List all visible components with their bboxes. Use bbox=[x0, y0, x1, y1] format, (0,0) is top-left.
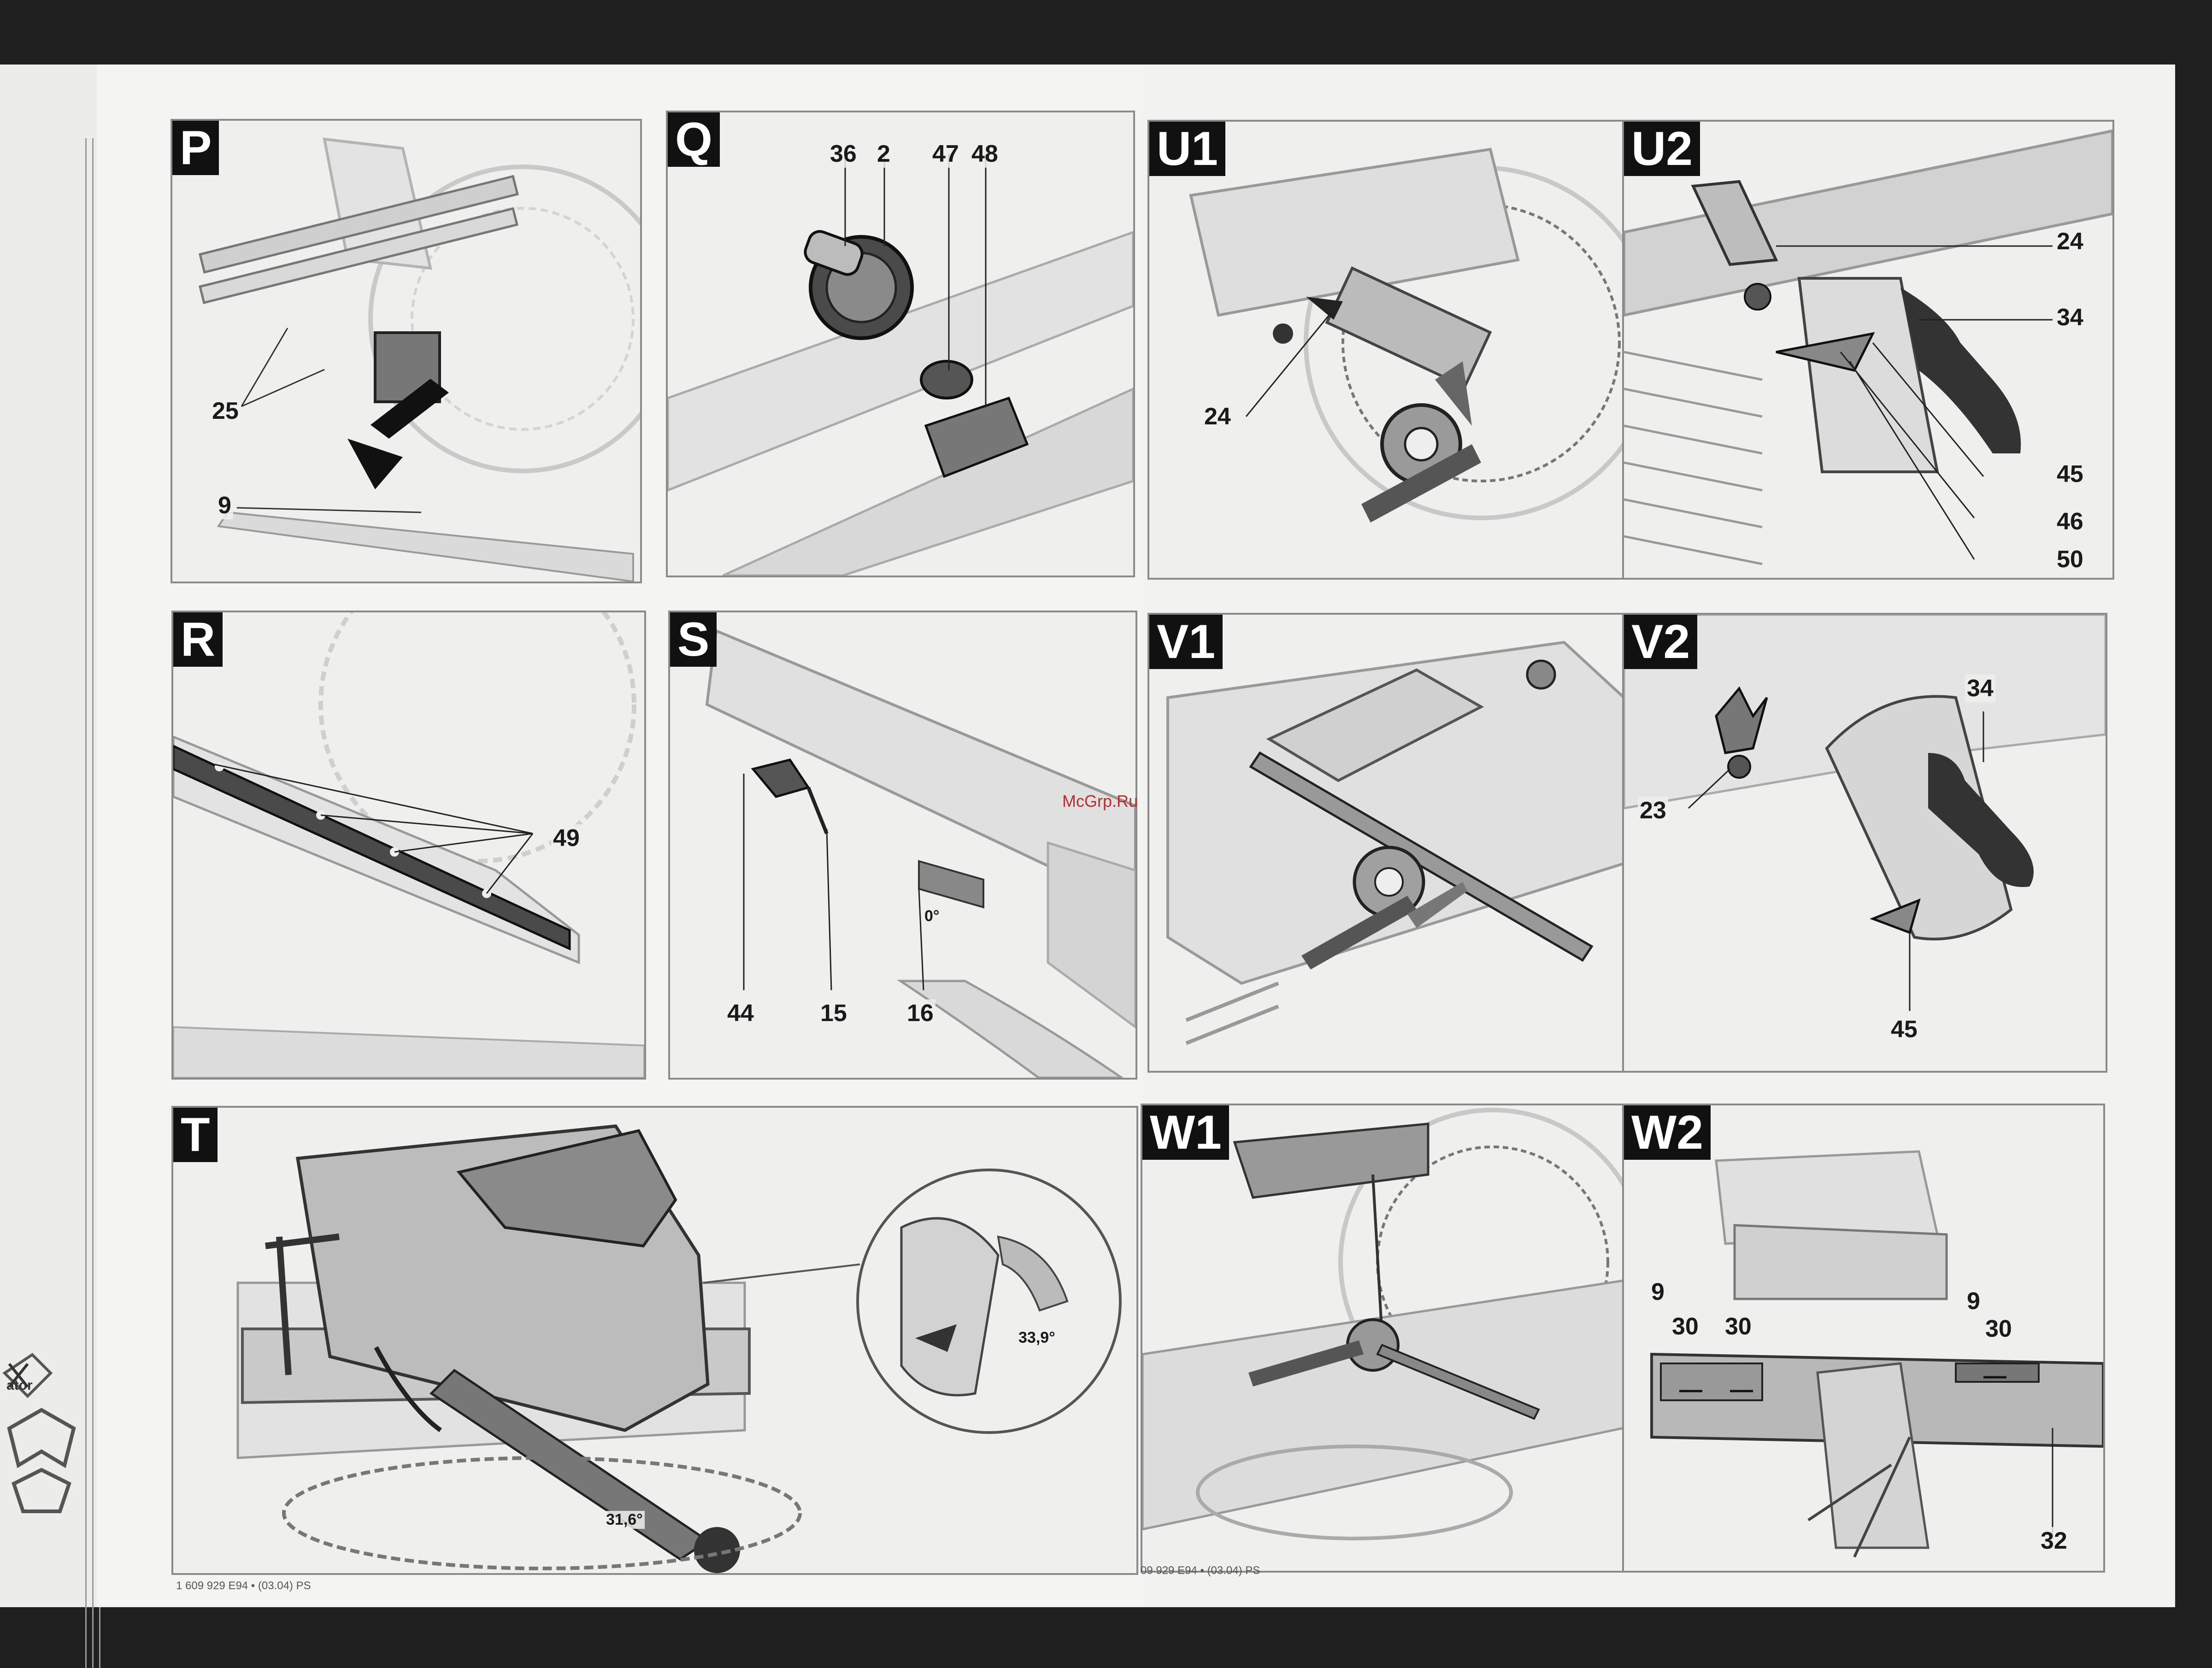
panel-letter: Q bbox=[668, 112, 720, 167]
blade-angle-sketch-u1 bbox=[1149, 122, 1624, 578]
callout-label: 45 bbox=[1889, 1016, 1919, 1043]
callout-label: 0° bbox=[923, 907, 941, 925]
panel-letter: W2 bbox=[1624, 1105, 1711, 1160]
panel-letter: S bbox=[670, 612, 717, 667]
callout-label: 30 bbox=[1723, 1313, 1753, 1340]
callout-label: 9 bbox=[1965, 1287, 1982, 1315]
callout-label: 9 bbox=[216, 492, 233, 519]
panel-letter: R bbox=[173, 612, 223, 667]
callout-label: 31,6° bbox=[604, 1511, 645, 1529]
panel-letter: W1 bbox=[1142, 1105, 1229, 1160]
mitre-square-sketch-v1 bbox=[1149, 615, 1624, 1071]
callout-label: 2 bbox=[875, 140, 892, 168]
callout-label: 50 bbox=[2055, 546, 2085, 573]
callout-label: 46 bbox=[2055, 508, 2085, 535]
callout-label: 47 bbox=[930, 140, 961, 168]
page-footer-left: 1 609 929 E94 • (03.04) PS bbox=[176, 1580, 311, 1592]
blade-square-sketch-w1 bbox=[1142, 1105, 1624, 1571]
panel-letter: V1 bbox=[1149, 615, 1223, 669]
panel-letter: P bbox=[172, 121, 219, 175]
bevel-lever-sketch-v2 bbox=[1624, 615, 2106, 1071]
figure-panel-w1: W1 bbox=[1141, 1104, 1626, 1573]
panel-letter: V2 bbox=[1624, 615, 1697, 669]
callout-label: 44 bbox=[725, 999, 756, 1027]
figure-panel-v2: V2 34 23 45 bbox=[1622, 613, 2107, 1073]
figure-panel-s: S 44 15 16 0° bbox=[668, 611, 1137, 1080]
figure-panel-v1: V1 bbox=[1147, 613, 1626, 1073]
callout-label: 48 bbox=[970, 140, 1000, 168]
mitre-saw-sketch-p bbox=[172, 121, 640, 581]
figure-panel-w2: W2 9 30 30 9 30 32 bbox=[1622, 1104, 2105, 1573]
callout-label: 32 bbox=[2039, 1527, 2069, 1555]
figure-panel-u1: U1 24 bbox=[1147, 120, 1626, 580]
figure-panel-r: R 49 bbox=[171, 611, 646, 1080]
callout-label: 36 bbox=[828, 140, 859, 168]
panel-letter: U1 bbox=[1149, 122, 1225, 176]
bevel-scale-sketch-u2 bbox=[1624, 122, 2112, 578]
callout-label: 24 bbox=[2055, 228, 2085, 255]
figure-panel-t: T 33,9° 31,6° bbox=[171, 1106, 1138, 1575]
page-footer-right: 09 929 E94 • (03.04) PS bbox=[1141, 1564, 1260, 1577]
callout-label: 49 bbox=[551, 824, 582, 852]
callout-label: 30 bbox=[1983, 1315, 2014, 1343]
adjustment-knob-sketch-q bbox=[668, 112, 1133, 576]
callout-label: 34 bbox=[2055, 304, 2085, 331]
recycle-icon: ator bbox=[0, 1345, 83, 1539]
callout-label: 15 bbox=[818, 999, 849, 1027]
figure-panel-u2: U2 24 34 45 46 50 bbox=[1622, 120, 2114, 580]
callout-label: 16 bbox=[905, 999, 935, 1027]
watermark: McGrp.Ru bbox=[1062, 792, 1138, 811]
callout-label: 34 bbox=[1965, 675, 1995, 702]
callout-label: 24 bbox=[1202, 403, 1233, 430]
recycle-label: ator bbox=[6, 1378, 33, 1393]
callout-label: 25 bbox=[210, 397, 241, 425]
figure-panel-p: P 25 9 bbox=[171, 119, 642, 583]
callout-label: 9 bbox=[1649, 1278, 1666, 1306]
callout-label: 23 bbox=[1638, 797, 1668, 824]
callout-label: 45 bbox=[2055, 460, 2085, 488]
callout-label: 33,9° bbox=[1017, 1329, 1057, 1347]
bevel-cut-sketch-t bbox=[173, 1108, 1136, 1573]
panel-letter: U2 bbox=[1624, 122, 1700, 176]
callout-label: 30 bbox=[1670, 1313, 1700, 1340]
panel-letter: T bbox=[173, 1108, 218, 1162]
figure-panel-q: Q 36 2 47 48 bbox=[666, 111, 1135, 577]
